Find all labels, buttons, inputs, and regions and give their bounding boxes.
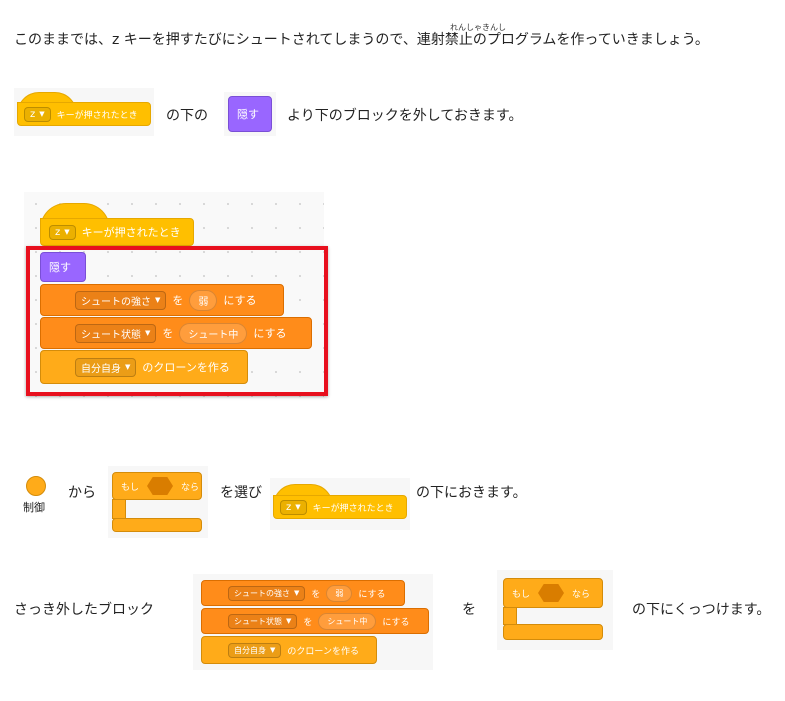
hat-label: キーが押されたとき (312, 503, 394, 514)
variable-dropdown: シュート状態▼ (228, 613, 298, 629)
if-block-top: もし なら (112, 472, 202, 500)
row4-select-text: を選び (220, 485, 262, 501)
then-label: なら (181, 482, 200, 493)
dropdown-arrow-icon: ▼ (270, 646, 276, 654)
dropdown-arrow-icon: ▼ (294, 589, 300, 597)
value-oval: 弱 (189, 289, 218, 311)
control-category-label: 制御 (23, 501, 45, 514)
row2-middle-text: の下の (166, 108, 208, 124)
set-to-label: を (311, 589, 321, 600)
row4-from-text: から (68, 485, 96, 501)
if-block-bottom (503, 624, 603, 640)
example-key-dropdown: z▼ (49, 224, 76, 240)
value-oval: シュート中 (318, 612, 377, 630)
set-shoot-state-block: シュート状態▼ を シュート中 にする (201, 608, 429, 634)
key-dropdown: z▼ (280, 499, 307, 515)
row2-after-text: より下のブロックを外しておきます。 (287, 108, 523, 124)
variable-dropdown: シュートの強さ▼ (75, 290, 167, 310)
example-hat-label: キーが押されたとき (81, 226, 181, 239)
dropdown-arrow-icon: ▼ (286, 617, 292, 625)
row4-after-text: の下におきます。 (416, 485, 527, 501)
row5-after-text: の下にくっつけます。 (632, 602, 771, 618)
value-oval: シュート中 (179, 322, 248, 344)
if-label: もし (121, 482, 140, 493)
intro-text-before: このままでは、z キーを押すたびにシュートされてしまうので、 (14, 32, 417, 48)
set-suffix: にする (253, 327, 287, 340)
dropdown-arrow-icon: ▼ (295, 503, 301, 511)
if-label: もし (512, 589, 531, 600)
condition-slot (147, 477, 174, 495)
dropdown-arrow-icon: ▼ (39, 110, 45, 118)
paragraph-intro: このままでは、z キーを押すたびにシュートされてしまうので、連射禁止のプログラム… (14, 30, 709, 50)
example-hat-block: z▼ キーが押されたとき (40, 218, 194, 246)
create-clone-block: 自分自身▼ のクローンを作る (40, 350, 248, 384)
intro-text-after: のプログラムを作っていきましょう。 (472, 32, 709, 48)
hat-block-image-row2: z▼ キーが押されたとき (14, 88, 154, 136)
set-shoot-strength-block: シュートの強さ▼ を 弱 にする (40, 284, 284, 316)
highlight-box (26, 246, 328, 396)
set-to-label: を (303, 617, 313, 628)
create-clone-block: 自分自身▼ のクローンを作る (201, 636, 377, 664)
hide-label: 隠す (237, 108, 259, 121)
set-suffix: にする (358, 589, 386, 600)
hide-block-image: 隠す (224, 92, 276, 136)
hat-label: キーが押されたとき (56, 110, 138, 121)
ruby-reading: れんしゃきんし (450, 23, 506, 32)
variable-dropdown: シュートの強さ▼ (228, 585, 306, 601)
set-shoot-state-block: シュート状態▼ を シュート中 にする (40, 317, 312, 349)
set-shoot-strength-block: シュートの強さ▼ を 弱 にする (201, 580, 405, 606)
condition-slot (538, 584, 565, 602)
variable-dropdown: シュート状態▼ (75, 323, 157, 343)
control-category-icon (26, 476, 46, 496)
if-block-image-row5: もし なら (497, 570, 613, 650)
clone-target-dropdown: 自分自身▼ (75, 357, 137, 377)
detached-blocks-image: シュートの強さ▼ を 弱 にする シュート状態▼ を シュート中 にする 自分自… (193, 574, 433, 670)
ruby-word: 連射禁止 (416, 32, 473, 48)
key-dropdown: z▼ (24, 106, 51, 122)
clone-suffix: のクローンを作る (142, 361, 230, 374)
if-block-arm (503, 607, 517, 625)
set-to-label: を (172, 294, 184, 307)
row5-wo-text: を (462, 602, 476, 618)
dropdown-arrow-icon: ▼ (64, 228, 70, 236)
then-label: なら (572, 589, 591, 600)
if-block-image: もし なら (108, 466, 208, 538)
set-suffix: にする (382, 617, 410, 628)
example-hide-label: 隠す (49, 261, 71, 274)
hat-block: z▼ キーが押されたとき (17, 102, 151, 126)
value-oval: 弱 (326, 584, 353, 602)
clone-target-dropdown: 自分自身▼ (228, 642, 282, 658)
example-hide-block: 隠す (40, 252, 86, 282)
dropdown-arrow-icon: ▼ (155, 296, 161, 304)
hat-block-image-row4: z▼ キーが押されたとき (270, 478, 410, 530)
if-block-top: もし なら (503, 578, 603, 608)
dropdown-arrow-icon: ▼ (125, 363, 131, 371)
row5-before-text: さっき外したブロック (14, 602, 154, 618)
clone-suffix: のクローンを作る (287, 646, 359, 657)
dropdown-arrow-icon: ▼ (145, 329, 151, 337)
hide-block: 隠す (228, 96, 272, 132)
if-block-bottom (112, 518, 202, 532)
if-block-arm (112, 499, 126, 519)
set-to-label: を (162, 327, 174, 340)
set-suffix: にする (223, 294, 257, 307)
hat-block: z▼ キーが押されたとき (273, 495, 407, 519)
